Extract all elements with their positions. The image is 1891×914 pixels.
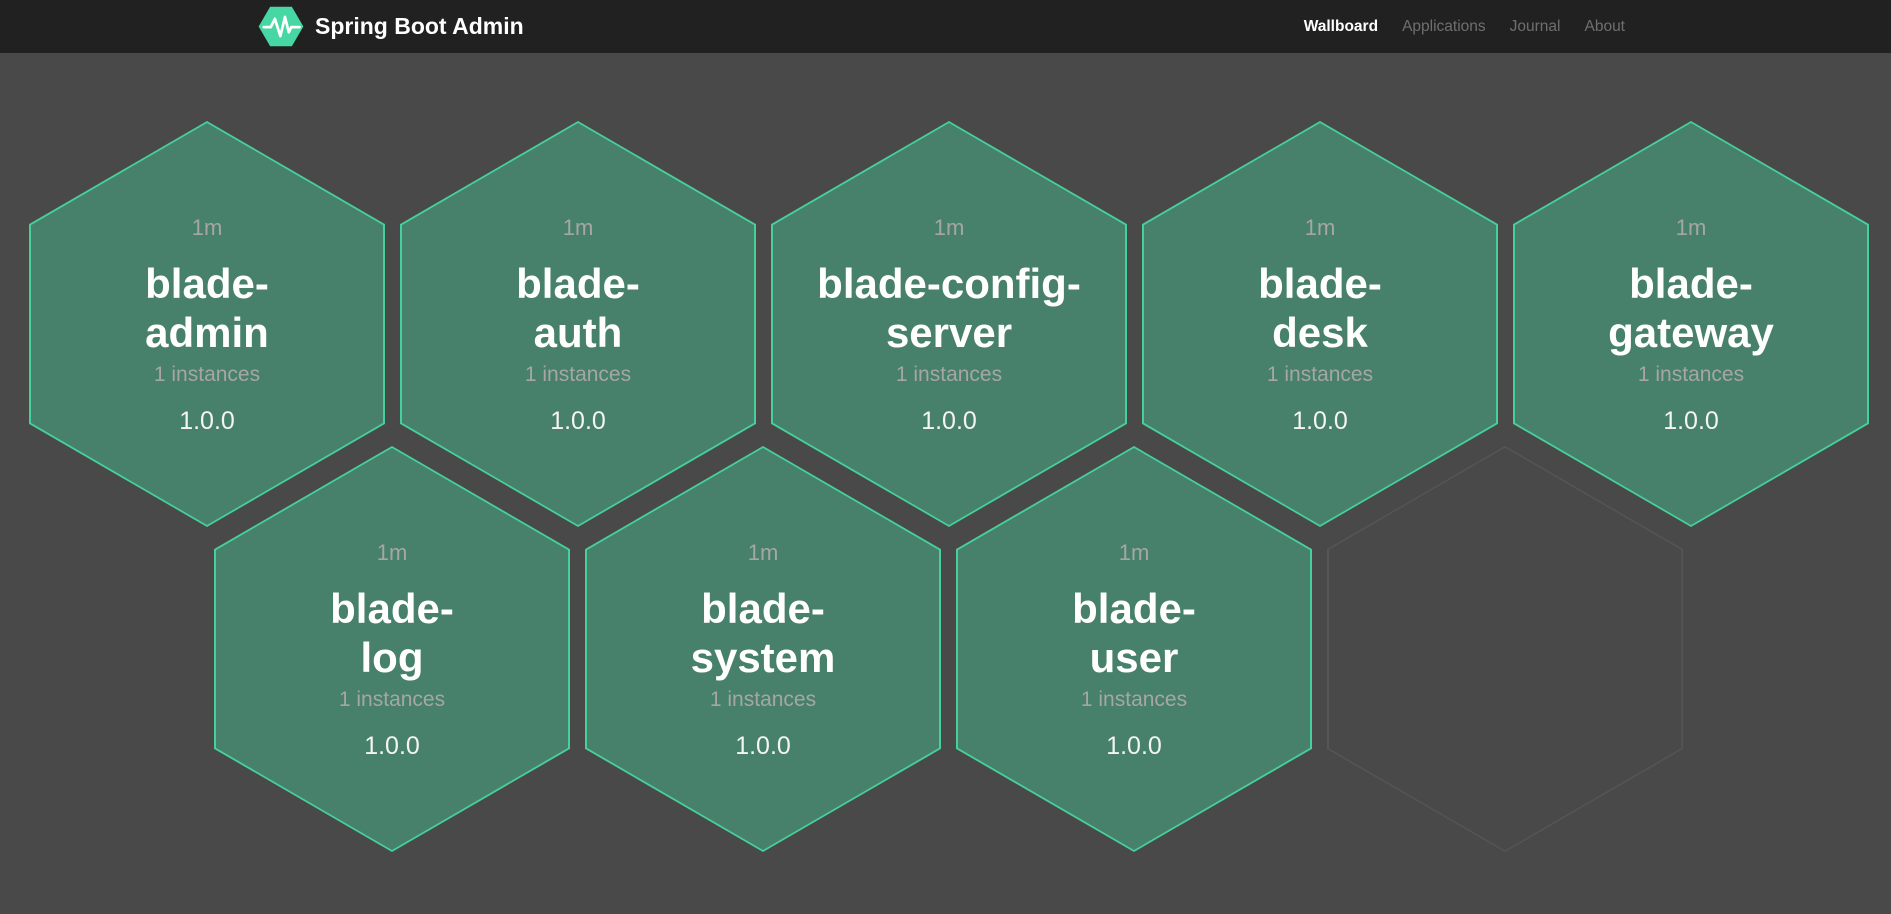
app-hexagon-blade-admin[interactable]: 1m blade- admin 1 instances 1.0.0 [29,121,385,527]
app-name-line: blade- [1072,585,1196,632]
app-hexagon-blade-desk[interactable]: 1m blade- desk 1 instances 1.0.0 [1142,121,1498,527]
app-version: 1.0.0 [550,407,606,435]
app-instance-count: 1 instances [895,363,1003,386]
main-nav: Wallboard Applications Journal About [1304,0,1625,53]
app-hexagon-blade-gateway[interactable]: 1m blade- gateway 1 instances 1.0.0 [1513,121,1869,527]
app-uptime: 1m [1304,215,1336,240]
nav-wallboard[interactable]: Wallboard [1303,17,1379,35]
hexagon-fill: 1m blade- gateway 1 instances 1.0.0 [1515,123,1867,525]
app-name-line: blade- [1258,260,1382,307]
app-uptime: 1m [1675,215,1707,240]
app-name-line: blade- [145,260,269,307]
app-name-line: blade- [1629,260,1753,307]
hexagon-fill: 1m blade- admin 1 instances 1.0.0 [31,123,383,525]
app-uptime: 1m [747,540,779,565]
app-instance-count: 1 instances [1080,688,1188,711]
app-hexagon-blade-user[interactable]: 1m blade- user 1 instances 1.0.0 [956,446,1312,852]
app-version: 1.0.0 [1106,732,1162,760]
app-version: 1.0.0 [921,407,977,435]
app-uptime: 1m [933,215,965,240]
app-uptime: 1m [376,540,408,565]
app-instance-count: 1 instances [1637,363,1745,386]
app-name: blade- log [216,584,568,682]
app-name-line: user [1089,634,1179,681]
app-uptime: 1m [191,215,223,240]
spring-boot-admin-logo-icon [258,6,304,47]
app-instance-count: 1 instances [709,688,817,711]
hexagon-fill: 1m blade-config- server 1 instances 1.0.… [773,123,1125,525]
app-version: 1.0.0 [364,732,420,760]
app-hexagon-blade-auth[interactable]: 1m blade- auth 1 instances 1.0.0 [400,121,756,527]
app-name-line: server [885,309,1013,356]
app-name-line: blade- [516,260,640,307]
app-uptime: 1m [1118,540,1150,565]
app-name: blade- user [958,584,1310,682]
hexagon-fill: 1m blade- log 1 instances 1.0.0 [216,448,568,850]
app-name-line: admin [145,309,269,356]
app-version: 1.0.0 [179,407,235,435]
hexagon-fill: 1m blade- auth 1 instances 1.0.0 [402,123,754,525]
app-name: blade-config- server [773,259,1125,357]
app-name-line: auth [533,309,623,356]
app-instance-count: 1 instances [338,688,446,711]
hexagon-fill: 1m blade- desk 1 instances 1.0.0 [1144,123,1496,525]
app-version: 1.0.0 [1663,407,1719,435]
app-name-line: blade- [330,585,454,632]
app-name: blade- gateway [1515,259,1867,357]
app-instance-count: 1 instances [153,363,261,386]
hexagon-fill: 1m blade- user 1 instances 1.0.0 [958,448,1310,850]
empty-hexagon [1327,446,1683,852]
app-hexagon-blade-log[interactable]: 1m blade- log 1 instances 1.0.0 [214,446,570,852]
app-version: 1.0.0 [1292,407,1348,435]
app-name-line: blade-config- [817,260,1081,307]
app-name-line: log [360,634,424,681]
hexagon-fill: 1m blade- system 1 instances 1.0.0 [587,448,939,850]
app-name-line: blade- [701,585,825,632]
app-instance-count: 1 instances [1266,363,1374,386]
brand-link[interactable]: Spring Boot Admin [258,0,524,53]
nav-journal[interactable]: Journal [1509,17,1561,35]
app-uptime: 1m [562,215,594,240]
app-name-line: gateway [1608,309,1774,356]
app-version: 1.0.0 [735,732,791,760]
app-name: blade- system [587,584,939,682]
app-instance-count: 1 instances [524,363,632,386]
app-hexagon-blade-config-server[interactable]: 1m blade-config- server 1 instances 1.0.… [771,121,1127,527]
nav-applications[interactable]: Applications [1402,17,1486,35]
brand-title: Spring Boot Admin [315,13,524,39]
app-name: blade- admin [31,259,383,357]
header: Spring Boot Admin Wallboard Applications… [0,0,1891,53]
app-name-line: desk [1272,309,1368,356]
nav-about[interactable]: About [1584,17,1625,35]
empty-hexagon-fill [1328,447,1682,851]
app-name: blade- desk [1144,259,1496,357]
app-name-line: system [690,634,836,681]
app-name: blade- auth [402,259,754,357]
app-hexagon-blade-system[interactable]: 1m blade- system 1 instances 1.0.0 [585,446,941,852]
